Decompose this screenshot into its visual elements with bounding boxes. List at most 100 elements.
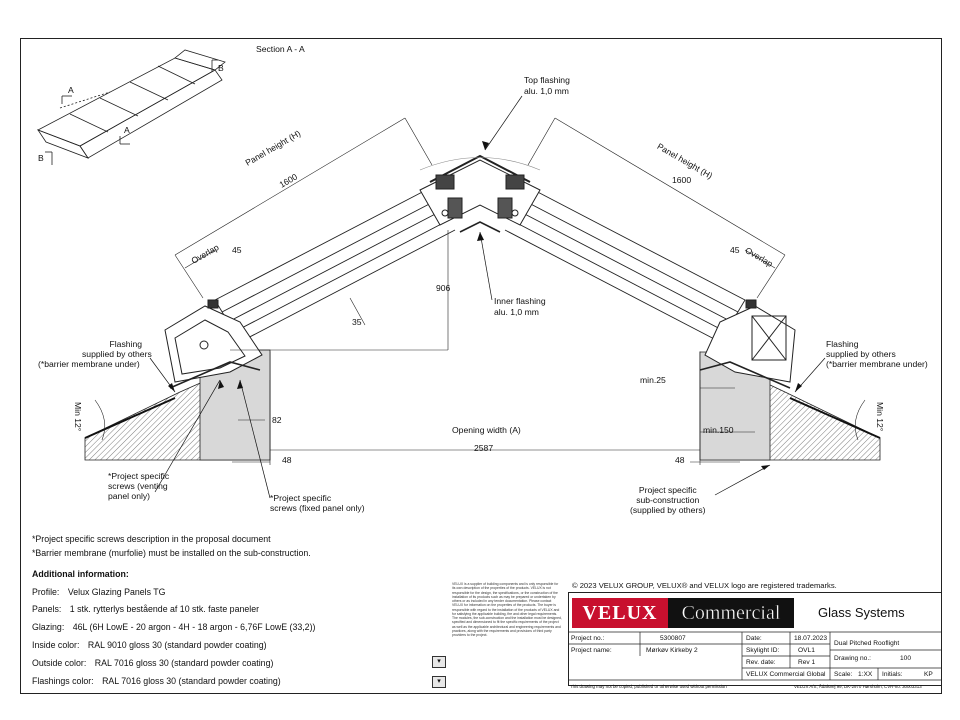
section-title: Section A - A (256, 44, 305, 54)
company-name: VELUX Commercial Global (746, 671, 826, 678)
section-marker-b-top: B (218, 63, 224, 73)
info-flashings-label: Flashings color: (32, 676, 94, 686)
flashing-right-label: Flashing supplied by others (*barrier me… (826, 339, 928, 370)
top-flashing-label: Top flashing (524, 75, 570, 85)
info-panels-value: 1 stk. rytterlys bestående af 10 stk. fa… (69, 604, 260, 614)
info-flashings-value: RAL 7016 gloss 30 (standard powder coati… (102, 676, 281, 686)
footer-left-text: This drawing may not be copied, publishe… (570, 684, 727, 689)
note-screws: *Project specific screws description in … (32, 534, 271, 544)
subconstruction-note: Project specific sub-construction (suppl… (630, 485, 706, 516)
flashing-left-line2: supplied by others (82, 348, 152, 359)
overlap-right-value: 45 (730, 245, 740, 255)
commercial-logo: Commercial (668, 598, 794, 628)
date-value: 18.07.2023 (794, 635, 828, 642)
subcon-line3: (supplied by others) (630, 504, 706, 515)
left-subconstruction (84, 349, 271, 461)
info-profile-label: Profile: (32, 587, 60, 597)
scale-label: Scale: (834, 671, 853, 678)
inner-flashing-spec: alu. 1,0 mm (494, 307, 539, 317)
disclaimer-text: VELUX is a supplier of building componen… (452, 582, 562, 637)
min-25-label: min.25 (640, 375, 666, 385)
screws-fixed-line2: screws (fixed panel only) (270, 502, 365, 513)
screws-venting-line1: *Project specific (108, 471, 170, 481)
opening-width-value: 2587 (474, 443, 494, 453)
info-panels-label: Panels: (32, 604, 62, 614)
min-150-label: min.150 (703, 425, 734, 435)
flashing-right-line1: Flashing (826, 339, 859, 349)
dimension-48-left: 48 (282, 455, 292, 465)
dimension-82: 82 (272, 415, 282, 425)
info-outside-color: Outside color: RAL 7016 gloss 30 (standa… (32, 658, 273, 668)
info-glazing-label: Glazing: (32, 622, 65, 632)
overlap-left-value: 45 (232, 245, 242, 255)
info-flashings-color: Flashings color: RAL 7016 gloss 30 (stan… (32, 676, 281, 686)
screws-venting-note: *Project specific screws (venting panel … (108, 471, 170, 502)
info-profile: Profile: Velux Glazing Panels TG (32, 587, 165, 597)
dropdown-button-1[interactable]: ▾ (432, 656, 446, 668)
info-inside-value: RAL 9010 gloss 30 (standard powder coati… (87, 640, 267, 650)
rev-date-value: Rev 1 (798, 659, 816, 666)
drawing-sheet (20, 38, 942, 694)
info-inside-label: Inside color: (32, 640, 80, 650)
system-title: Glass Systems (818, 605, 905, 620)
dimension-48-right: 48 (675, 455, 685, 465)
scale-value: 1:XX (858, 671, 873, 678)
flashing-right-line2: supplied by others (826, 348, 896, 359)
screws-fixed-note: *Project specific screws (fixed panel on… (270, 493, 365, 514)
info-inside-color: Inside color: RAL 9010 gloss 30 (standar… (32, 640, 267, 650)
project-name-value: Mørkøv Kirkeby 2 (646, 647, 698, 654)
screws-fixed-line1: *Project specific (270, 493, 332, 503)
section-marker-a-right: A (124, 125, 130, 135)
project-no-value: 5300807 (660, 635, 686, 642)
height-dimension: 906 (436, 283, 451, 293)
flashing-left-line1: Flashing (109, 339, 142, 349)
top-flashing-spec: alu. 1,0 mm (524, 86, 569, 96)
trademark-text: © 2023 VELUX GROUP, VELUX® and VELUX log… (572, 581, 837, 590)
section-marker-b-bottom: B (38, 153, 44, 163)
isometric-thumbnail (36, 49, 226, 165)
flashing-left-line3: (*barrier membrane under) (38, 358, 140, 369)
rev-date-label: Rev. date: (746, 659, 776, 666)
flashing-left-label: Flashing supplied by others (*barrier me… (38, 339, 152, 370)
screws-venting-line3: panel only) (108, 490, 151, 501)
date-label: Date: (746, 635, 762, 642)
subcon-line2: sub-construction (636, 494, 700, 505)
skylight-id-value: OVL1 (798, 647, 815, 654)
left-glazing-panel (214, 187, 456, 343)
left-base-profile (164, 299, 263, 389)
initials-label: Initials: (882, 671, 903, 678)
dropdown-button-2[interactable]: ▾ (432, 676, 446, 688)
flashing-right-line3: (*barrier membrane under) (826, 358, 928, 369)
footer-right-text: VELUX A/S, Ådalsvej 99, DK-2970 Hørsholm… (794, 684, 922, 689)
panel-height-right-value: 1600 (672, 175, 692, 185)
right-glazing-panel (504, 187, 746, 343)
initials-value: KP (924, 671, 933, 678)
project-name-label: Project name: (571, 647, 612, 654)
subcon-line1: Project specific (638, 485, 697, 495)
ridge-profile (419, 154, 541, 233)
product-name: Dual Pitched Rooflight (834, 640, 900, 647)
drawing-no-value: 100 (900, 655, 912, 662)
inner-flashing-label: Inner flashing (494, 296, 546, 306)
skylight-id-label: Skylight ID: (746, 647, 780, 654)
right-base-profile (699, 299, 796, 389)
screws-venting-line2: screws (venting (108, 480, 168, 491)
dimension-lines (94, 117, 866, 465)
info-profile-value: Velux Glazing Panels TG (67, 587, 166, 597)
project-no-label: Project no.: (571, 635, 605, 642)
note-barrier: *Barrier membrane (murfolie) must be ins… (32, 548, 311, 558)
drawing-no-label: Drawing no.: (834, 655, 872, 662)
info-panels: Panels: 1 stk. rytterlys bestående af 10… (32, 604, 259, 614)
dimension-35: 35 (352, 317, 362, 327)
info-glazing-value: 46L (6H LowE - 20 argon - 4H - 18 argon … (72, 622, 316, 632)
info-outside-value: RAL 7016 gloss 30 (standard powder coati… (94, 658, 274, 668)
info-outside-label: Outside color: (32, 658, 87, 668)
additional-info-heading: Additional information: (32, 569, 129, 579)
title-block (568, 592, 942, 686)
arrow-heads (168, 141, 802, 470)
opening-width-label: Opening width (A) (452, 425, 521, 435)
velux-logo: VELUX (572, 598, 668, 628)
section-marker-a-left: A (68, 85, 74, 95)
info-glazing: Glazing: 46L (6H LowE - 20 argon - 4H - … (32, 622, 315, 632)
